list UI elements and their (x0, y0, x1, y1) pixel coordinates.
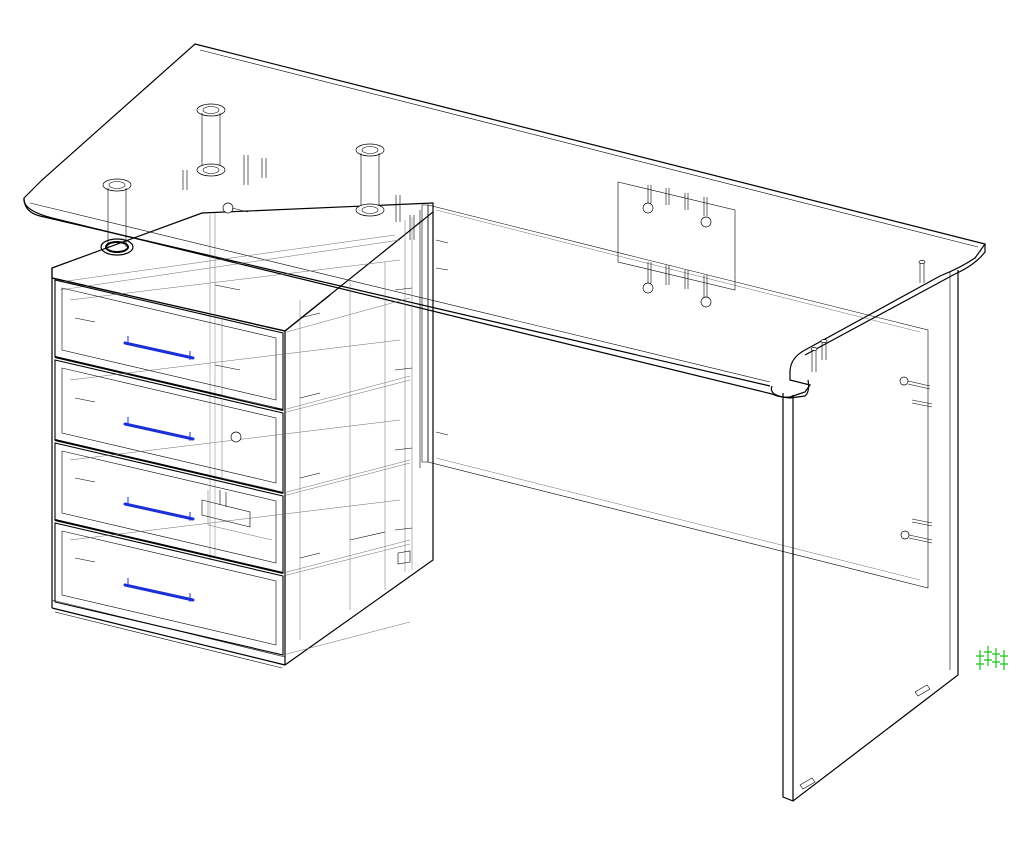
drawer-pedestal (51, 202, 449, 669)
leg-screw-upper (899, 376, 933, 408)
center-mounting-plate (617, 181, 736, 308)
drawer-handle-icon[interactable] (123, 578, 195, 602)
adjustable-foot-icon (355, 143, 385, 217)
adjustable-foot-icon (102, 178, 132, 238)
cam-lock-icon (642, 202, 712, 308)
lock-housing (201, 431, 251, 528)
leg-glide (914, 684, 931, 697)
dowel-icon (74, 239, 449, 563)
dowel-icon (182, 155, 415, 240)
drawer-front-1[interactable] (54, 279, 284, 411)
drawer-handle-icon[interactable] (123, 417, 195, 441)
dowel-icon (810, 260, 926, 372)
modesty-panel (419, 204, 929, 589)
drawer-box-lines (69, 259, 411, 656)
origin-marker-icon (976, 646, 1008, 670)
drawer-handle-icon[interactable] (123, 497, 195, 521)
adjustable-foot-icon (196, 103, 226, 177)
right-leg-panel (782, 270, 959, 802)
drawer-handle-icon[interactable] (123, 336, 195, 360)
pedestal-foot (397, 550, 411, 565)
dowel-icon (647, 185, 708, 297)
leg-screw-lower (900, 518, 933, 544)
cable-grommet-icon (100, 238, 134, 256)
leg-glide (799, 777, 816, 790)
pedestal-rail (349, 531, 386, 541)
drawer-front-2[interactable] (54, 359, 284, 494)
desktop-panel (23, 43, 986, 399)
